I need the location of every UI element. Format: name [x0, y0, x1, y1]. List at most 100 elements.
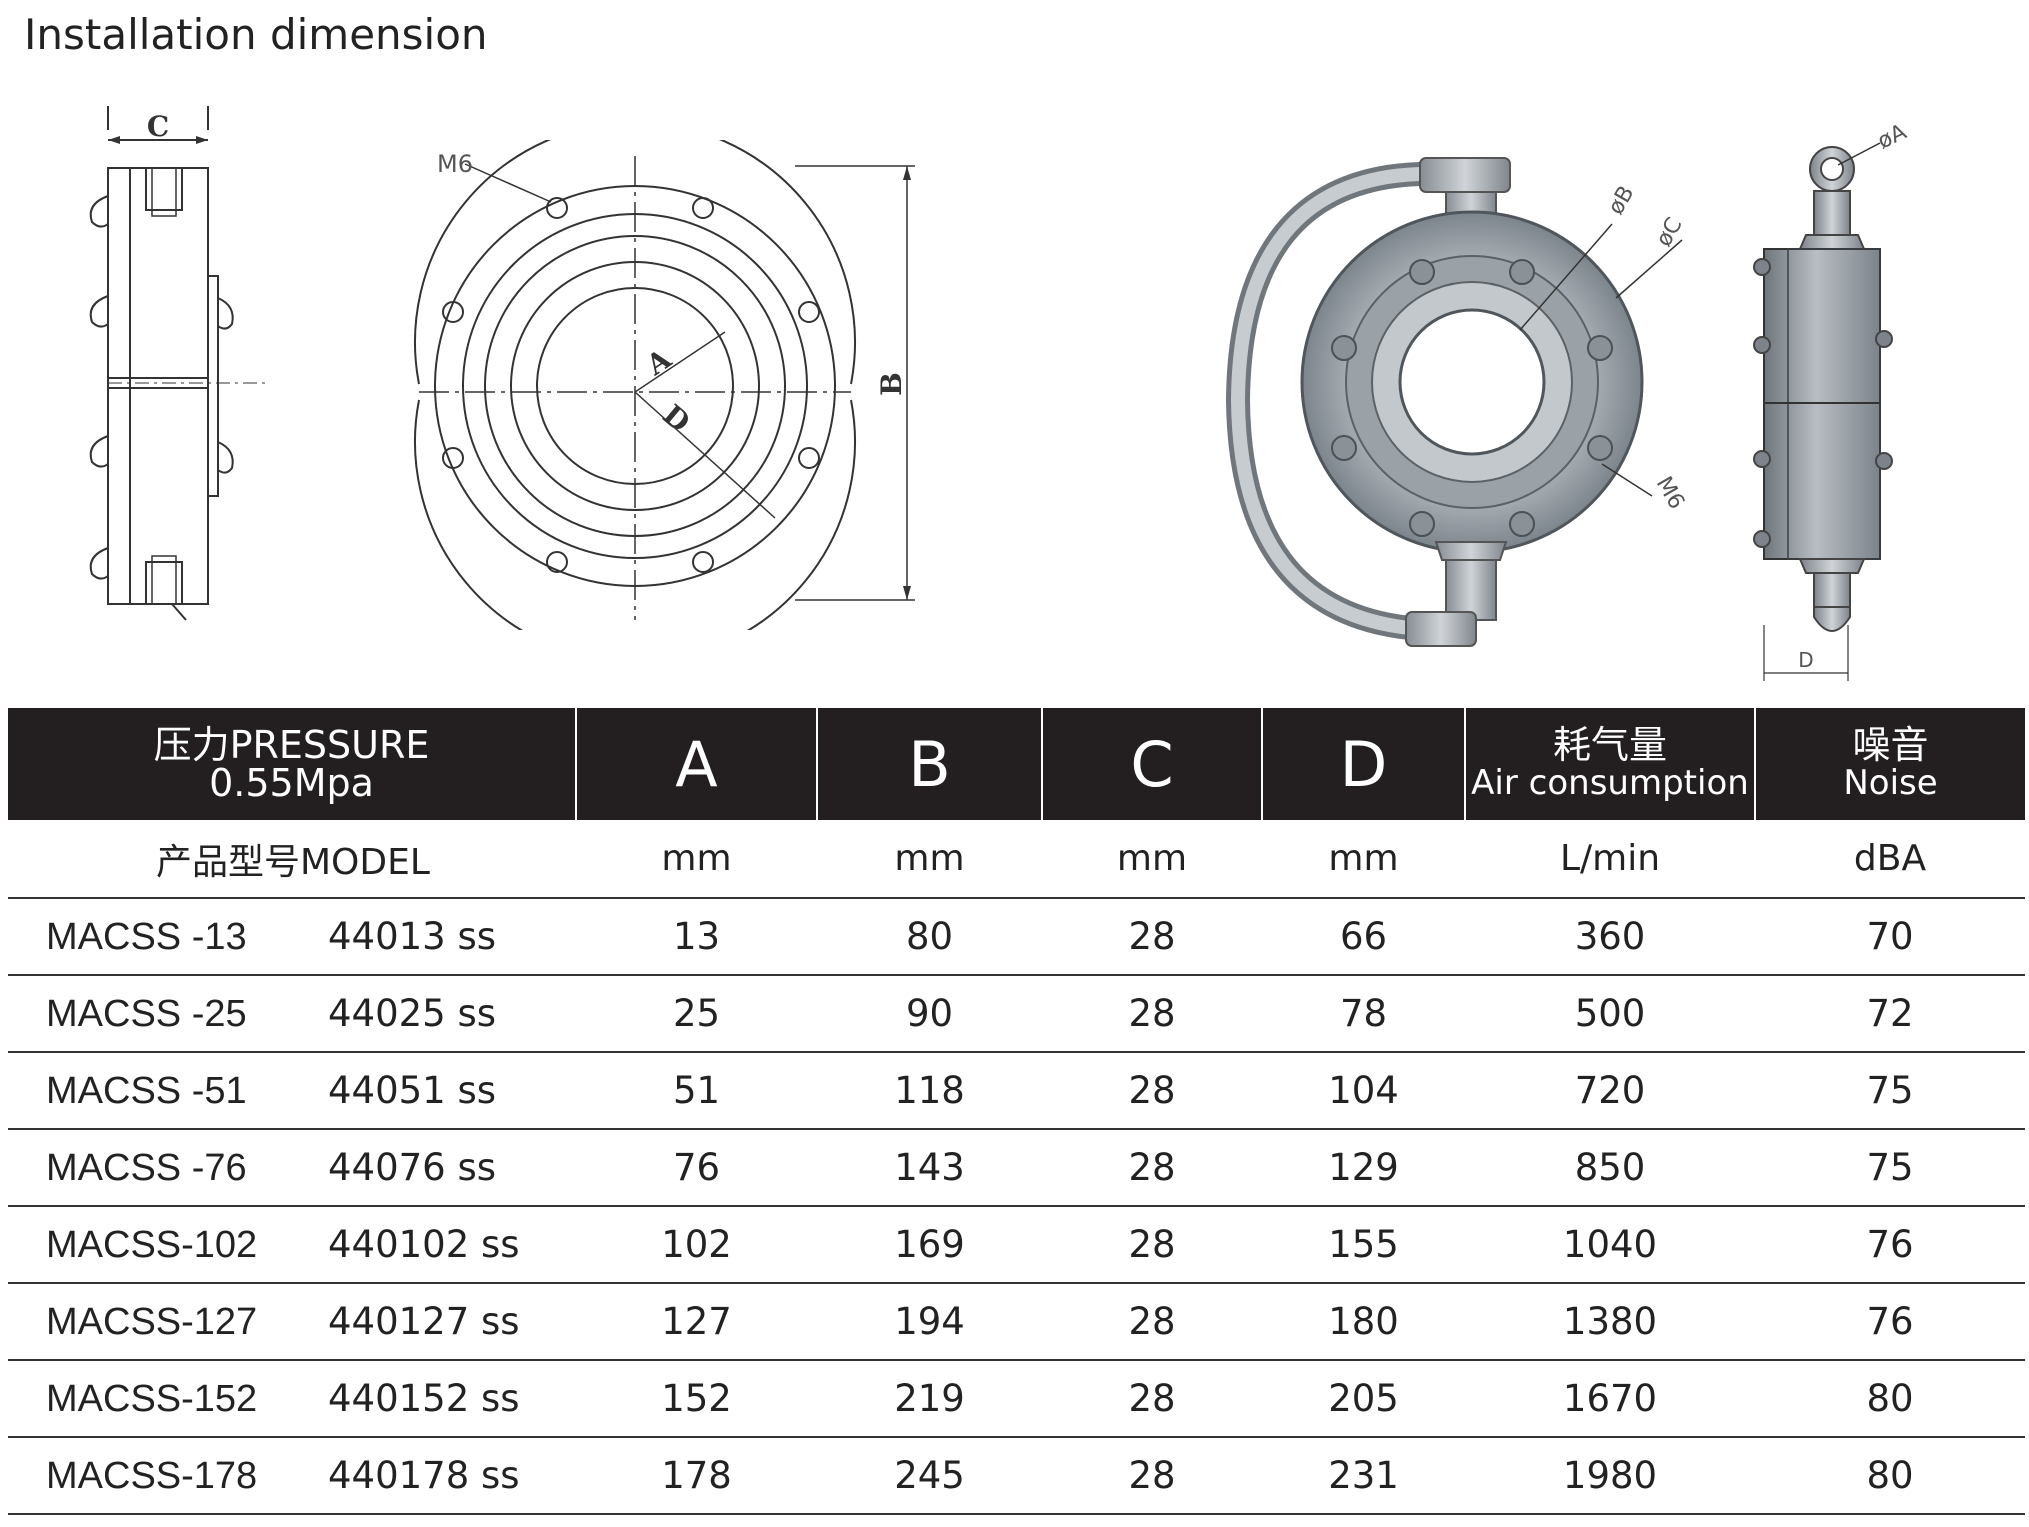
cell-noise: 70	[1755, 898, 2025, 976]
front-view-drawing: A D M6 B	[395, 140, 955, 630]
units-c: mm	[1042, 820, 1262, 899]
cell-c: 28	[1042, 1129, 1262, 1207]
units-d: mm	[1262, 820, 1465, 899]
header-noise-cn: 噪音	[1852, 723, 1929, 767]
model-name: MACSS-178	[46, 1454, 258, 1497]
units-row: 产品型号MODEL mm mm mm mm L/min dBA	[8, 820, 2025, 899]
cell-air: 1980	[1465, 1437, 1755, 1515]
model-name: MACSS-152	[46, 1377, 258, 1420]
cell-d: 180	[1262, 1283, 1465, 1361]
cell-a: 127	[576, 1283, 817, 1361]
model-code: 440102 ss	[328, 1222, 520, 1266]
cell-b: 245	[817, 1437, 1042, 1515]
cell-air: 1380	[1465, 1283, 1755, 1361]
page-title: Installation dimension	[24, 10, 488, 59]
units-model-label: 产品型号MODEL	[8, 820, 576, 899]
cell-air: 850	[1465, 1129, 1755, 1207]
cell-d: 66	[1262, 898, 1465, 976]
iso-front-render: øB øC M6	[1220, 150, 1700, 660]
table-header-row: 压力PRESSURE 0.55Mpa A B C D 耗气量 Air consu…	[8, 708, 2025, 820]
units-noise: dBA	[1755, 820, 2025, 899]
units-air: L/min	[1465, 820, 1755, 899]
iso-side-d-label: D	[1798, 648, 1813, 672]
header-pressure: 压力PRESSURE 0.55Mpa	[8, 708, 577, 820]
units-b: mm	[817, 820, 1042, 899]
cell-c: 28	[1042, 1283, 1262, 1361]
cell-b: 118	[817, 1052, 1042, 1130]
header-air-cn: 耗气量	[1552, 723, 1667, 767]
cell-c: 28	[1042, 1206, 1262, 1284]
model-code: 440178 ss	[328, 1453, 520, 1497]
header-col-c: C	[1042, 708, 1263, 820]
model-name: MACSS -76	[46, 1146, 247, 1189]
cell-b: 219	[817, 1360, 1042, 1438]
cell-noise: 75	[1755, 1052, 2025, 1130]
cell-d: 205	[1262, 1360, 1465, 1438]
header-noise-en: Noise	[1843, 763, 1938, 803]
cell-c: 28	[1042, 975, 1262, 1053]
spec-table: 压力PRESSURE 0.55Mpa A B C D 耗气量 Air consu…	[8, 708, 2025, 1515]
cell-air: 500	[1465, 975, 1755, 1053]
cell-a: 76	[576, 1129, 817, 1207]
cell-air: 1040	[1465, 1206, 1755, 1284]
iso-side-render: D øA	[1740, 125, 1920, 695]
model-name: MACSS-127	[46, 1300, 258, 1343]
side-c-label: C	[147, 110, 169, 143]
cell-b: 80	[817, 898, 1042, 976]
iso-phi-b-label: øB	[1604, 182, 1640, 219]
model-code: 44013 ss	[328, 914, 497, 958]
header-air-en: Air consumption	[1471, 763, 1749, 803]
header-air-consumption: 耗气量 Air consumption	[1465, 708, 1756, 820]
front-m6-label: M6	[437, 150, 473, 178]
cell-noise: 76	[1755, 1283, 2025, 1361]
cell-b: 90	[817, 975, 1042, 1053]
cell-d: 129	[1262, 1129, 1465, 1207]
cell-c: 28	[1042, 1437, 1262, 1515]
model-code: 440127 ss	[328, 1299, 520, 1343]
front-a-label: A	[640, 342, 678, 383]
header-col-b: B	[817, 708, 1043, 820]
cell-b: 169	[817, 1206, 1042, 1284]
cell-c: 28	[1042, 898, 1262, 976]
header-col-d: D	[1262, 708, 1466, 820]
cell-a: 13	[576, 898, 817, 976]
cell-d: 104	[1262, 1052, 1465, 1130]
cell-c: 28	[1042, 1052, 1262, 1130]
model-code: 44051 ss	[328, 1068, 497, 1112]
model-code: 440152 ss	[328, 1376, 520, 1420]
header-noise: 噪音 Noise	[1755, 708, 2025, 820]
model-name: MACSS -25	[46, 992, 247, 1035]
cell-a: 178	[576, 1437, 817, 1515]
cell-noise: 72	[1755, 975, 2025, 1053]
cell-a: 102	[576, 1206, 817, 1284]
cell-air: 1670	[1465, 1360, 1755, 1438]
model-cell: MACSS-178 440178 ss	[8, 1437, 576, 1515]
front-d-label: D	[657, 398, 697, 439]
iso-m6-label: M6	[1651, 473, 1689, 514]
cell-d: 155	[1262, 1206, 1465, 1284]
cell-air: 360	[1465, 898, 1755, 976]
cell-c: 28	[1042, 1360, 1262, 1438]
side-view-drawing: C	[80, 100, 270, 630]
iso-side-phi-a-label: øA	[1874, 125, 1910, 154]
front-b-label: B	[875, 372, 908, 396]
header-pressure-cn: 压力PRESSURE	[153, 723, 430, 767]
cell-b: 143	[817, 1129, 1042, 1207]
cell-a: 25	[576, 975, 817, 1053]
header-pressure-value: 0.55Mpa	[209, 761, 374, 805]
cell-air: 720	[1465, 1052, 1755, 1130]
cell-noise: 80	[1755, 1437, 2025, 1515]
iso-phi-c-label: øC	[1652, 214, 1688, 251]
